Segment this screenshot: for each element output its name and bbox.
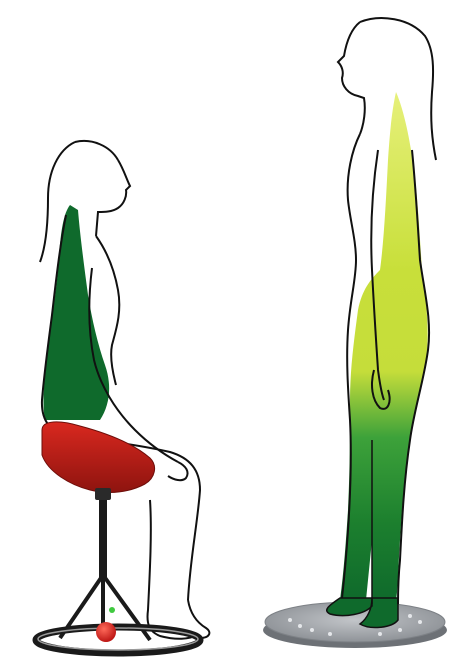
seated-hand: [168, 462, 188, 480]
stool-stem: [99, 490, 107, 580]
seated-woman-on-stool-icon: [36, 141, 209, 653]
stool-green-accent: [109, 607, 115, 613]
stool-stem-collar: [95, 488, 111, 500]
standing-woman-on-balance-board-icon: [263, 18, 447, 648]
seated-face: [96, 160, 130, 236]
seated-back-highlight: [43, 205, 109, 420]
stool-ball-icon: [96, 622, 116, 642]
standing-face: [338, 22, 365, 134]
